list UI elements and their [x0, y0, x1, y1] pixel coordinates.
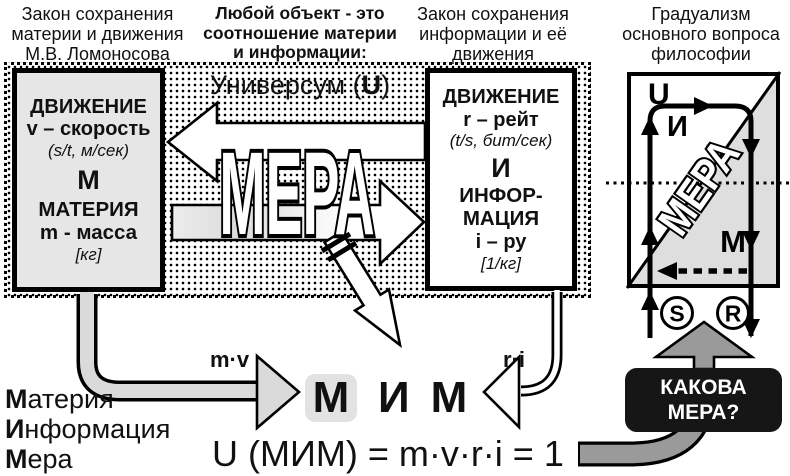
header-line: материи и движения — [11, 24, 184, 45]
header-law-of-information: Закон сохранения информации и её движени… — [408, 4, 578, 64]
mera-big-word: МЕРА — [217, 125, 378, 262]
header-line: Градуализм — [651, 4, 751, 24]
header-gradualism: Градуализм основного вопроса философии — [612, 4, 790, 64]
diagram-label-i: И — [667, 111, 688, 143]
header-line: основного вопроса — [622, 24, 780, 45]
matter-dimension: [кг] — [75, 244, 102, 264]
legend-rest: ера — [27, 444, 73, 474]
legend-bold-letter: М — [5, 384, 28, 414]
header-line: и информации: — [233, 42, 367, 63]
header-line: соотношение материи — [203, 22, 397, 43]
mim-legend: Материя Информация Мера — [5, 384, 170, 474]
mim-letter-information: И — [378, 373, 410, 422]
header-law-of-matter: Закон сохранения материи и движения М.В.… — [10, 4, 185, 64]
diagram-label-u: U — [648, 78, 670, 111]
universe-formula: U (МИМ) = m·v·r·i = 1 — [212, 433, 564, 474]
loop-down-arrowhead — [742, 319, 760, 338]
information-rate: r – рейт — [463, 108, 539, 131]
mv-label: m·v — [210, 347, 250, 372]
header-line: М.В. Ломоносова — [25, 44, 170, 65]
header-line: Закон сохранения — [21, 4, 174, 24]
information-units: (t/s, бит/сек) — [449, 131, 553, 151]
question-box-line: КАКОВА — [660, 375, 747, 399]
matter-letter: М — [77, 164, 100, 195]
dashed-arrowhead — [657, 262, 677, 280]
loop-up-arrowhead — [641, 226, 659, 245]
mv-arrowhead — [255, 353, 301, 431]
header-line: Закон сохранения — [417, 4, 569, 24]
matter-title: ДВИЖЕНИЕ — [30, 96, 147, 118]
ri-label: r·i — [503, 347, 525, 372]
legend-bold-letter: М — [5, 444, 28, 474]
header-line: информации и её — [419, 24, 567, 45]
ri-arrowhead — [482, 353, 521, 431]
mera-big-text: МЕРА — [219, 128, 374, 260]
information-dimension: [1/кг] — [480, 253, 522, 273]
header-line: философии — [651, 44, 751, 65]
universum-caption: Универсум (U) — [185, 70, 415, 101]
break-hatch-mark — [320, 231, 352, 254]
legend-bold-letter: И — [5, 414, 25, 444]
legend-line-matter: Материя — [5, 384, 170, 414]
question-box: КАКОВА МЕРА? — [625, 368, 782, 432]
mim-word: М И М — [305, 374, 467, 422]
diagonal-arrow — [322, 229, 402, 349]
matter-mass: m - масса — [39, 221, 138, 244]
s-circle — [660, 296, 694, 330]
loop-down-arrowhead — [742, 139, 760, 158]
gradualism-rect-border — [627, 72, 780, 288]
legend-line-information: Информация — [5, 414, 170, 444]
information-category-2: МАЦИЯ — [462, 207, 540, 231]
information-letter: И — [491, 153, 511, 184]
s-circle-label: S — [669, 301, 684, 327]
mim-letter-mera: М — [430, 373, 468, 422]
loop-right-arrowhead — [694, 97, 713, 115]
ri-arrow-fill — [520, 290, 560, 394]
universum-suffix: ) — [381, 70, 391, 100]
mim-letter-matter: М — [305, 374, 357, 422]
information-panel: ДВИЖЕНИЕ r – рейт (t/s, бит/сек) И ИНФОР… — [425, 68, 577, 291]
universum-u: U — [361, 70, 382, 100]
loop-up-arrowhead — [641, 291, 659, 310]
loop-down-arrowhead — [742, 231, 760, 250]
legend-line-mera: Мера — [5, 444, 170, 474]
break-hatch-mark — [326, 240, 358, 263]
information-title: ДВИЖЕНИЕ — [442, 86, 560, 109]
header-any-object: Любой объект - это соотношение материи и… — [200, 3, 400, 63]
mera-right-arrow — [170, 178, 426, 268]
legend-rest: атерия — [27, 384, 114, 414]
header-line: движения — [452, 44, 534, 65]
legend-rest: нформация — [24, 414, 171, 444]
information-category-1: ИНФОР- — [459, 184, 543, 208]
loop-up-arrowhead — [641, 116, 659, 135]
diagram-label-m: М — [720, 224, 746, 259]
r-circle-label: R — [725, 301, 742, 327]
matter-units: (s/t, м/сек) — [47, 140, 130, 160]
question-arrowhead — [652, 320, 756, 371]
mv-arrow-fill — [80, 292, 258, 398]
r-circle — [716, 296, 750, 330]
matter-category: МАТЕРИЯ — [38, 198, 139, 222]
mv-arrow-outline — [76, 294, 258, 402]
header-line: Любой объект - это — [215, 3, 385, 23]
universum-prefix: Универсум ( — [209, 70, 362, 100]
matter-speed: v – скорость — [26, 118, 151, 141]
mera-left-arrow — [165, 100, 427, 184]
matter-panel: ДВИЖЕНИЕ v – скорость (s/t, м/сек) М МАТ… — [12, 68, 165, 292]
information-rate-letter: i – ру — [475, 231, 527, 254]
question-box-line: МЕРА? — [667, 401, 740, 424]
